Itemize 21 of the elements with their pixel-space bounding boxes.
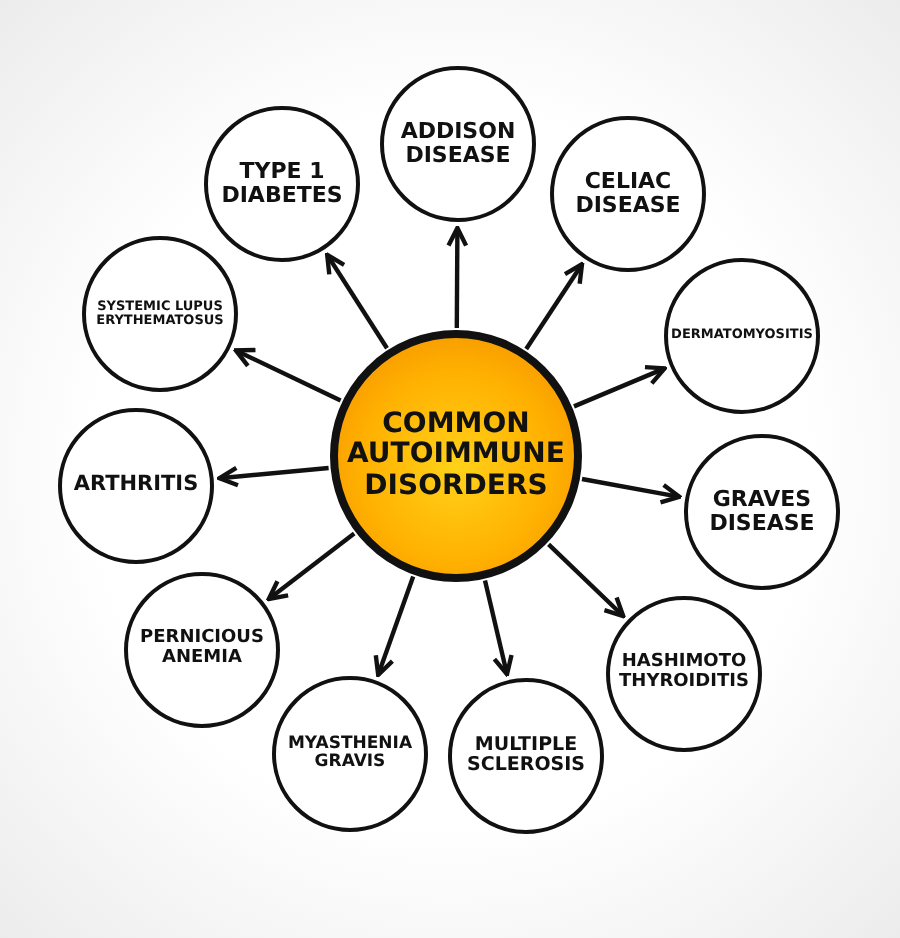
arrow: [446, 225, 469, 328]
central-title: COMMON AUTOIMMUNE DISORDERS: [346, 409, 566, 503]
arrow: [547, 542, 626, 619]
arrow: [217, 465, 329, 488]
arrow: [325, 252, 389, 350]
topic-label: ADDISON DISEASE: [398, 119, 518, 169]
arrow: [266, 531, 356, 602]
arrow: [233, 347, 342, 403]
arrow: [581, 476, 682, 505]
arrow: [373, 575, 416, 677]
topic-label: MYASTHENIA GRAVIS: [285, 735, 415, 773]
arrow: [482, 580, 514, 677]
topic-label: MULTIPLE SCLEROSIS: [465, 735, 587, 777]
topic-label: PERNICIOUS ANEMIA: [138, 630, 266, 670]
topic-label: TYPE 1 DIABETES: [219, 159, 345, 209]
topic-label: HASHIMOTO THYROIDITIS: [617, 654, 751, 694]
arrow: [573, 364, 667, 409]
topic-label: CELIAC DISEASE: [573, 169, 683, 219]
arrow: [524, 262, 585, 351]
topic-label: GRAVES DISEASE: [707, 487, 817, 537]
topic-label: ARTHRITIS: [71, 474, 201, 498]
